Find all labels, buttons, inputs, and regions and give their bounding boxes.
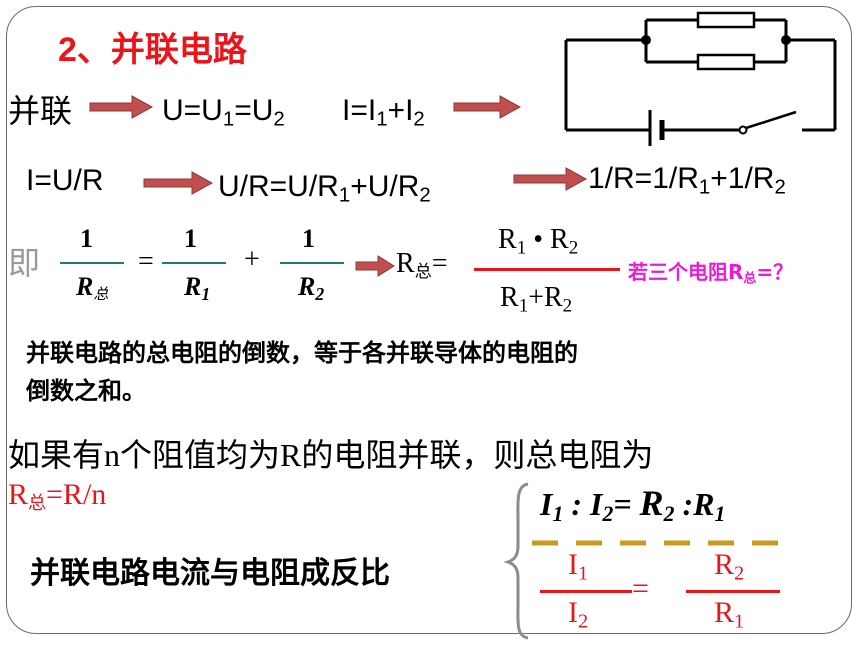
slide-frame <box>6 6 852 634</box>
arrow-icon <box>513 167 588 191</box>
arrow-icon <box>89 95 154 119</box>
total-resistance-lhs: R总= <box>396 248 448 281</box>
voltage-equation: U=U1=U2 <box>162 94 285 131</box>
current-fraction-denominator: I2 <box>568 596 589 633</box>
current-resistance-label: 并联电路电流与电阻成反比 <box>30 556 390 591</box>
arrow-icon <box>355 255 395 277</box>
resistance-fraction-numerator: R2 <box>714 548 745 585</box>
fraction-bar <box>162 262 226 264</box>
fraction-bar <box>60 262 124 264</box>
current-equation: I=I1+I2 <box>342 94 425 131</box>
frac2-numerator: 1 <box>184 224 197 253</box>
plus-sign: + <box>244 244 260 275</box>
frac3-numerator: 1 <box>302 224 315 253</box>
frac1-numerator: 1 <box>80 224 93 253</box>
frac3-denominator: R2 <box>298 272 325 304</box>
current-ratio-equation: I1 : I2= R2 :R1 <box>540 483 726 527</box>
current-fraction-numerator: I1 <box>568 548 589 585</box>
equals-sign: = <box>632 572 649 605</box>
reciprocal-equation: 1/R=1/R1+1/R2 <box>588 162 786 199</box>
arrow-icon <box>143 171 214 195</box>
fraction-bar <box>474 268 620 271</box>
resistance-fraction-denominator: R1 <box>714 596 745 633</box>
fraction-bar <box>686 590 780 593</box>
equals-sign: = <box>138 246 154 277</box>
frac1-denominator: R总 <box>76 272 109 304</box>
fraction-bar <box>540 590 632 593</box>
curly-brace <box>504 482 529 640</box>
n-resistors-result: R总=R/n <box>8 478 107 514</box>
three-resistors-question: 若三个电阻R总=？ <box>628 260 794 287</box>
frac2-denominator: R1 <box>184 272 211 304</box>
ohms-law: I=U/R <box>26 164 104 197</box>
parallel-circuit-diagram <box>564 11 837 146</box>
product-numerator: R1 • R2 <box>498 224 579 259</box>
formula-prefix: 即 <box>8 244 41 282</box>
n-resistors-text: 如果有n个阻值均为R的电阻并联，则总电阻为 <box>8 437 654 473</box>
parallel-rule-statement: 并联电路的总电阻的倒数，等于各并联导体的电阻的 倒数之和。 <box>26 339 578 405</box>
arrow-icon <box>453 95 522 119</box>
dashed-divider <box>532 540 786 546</box>
parallel-label: 并联 <box>8 92 73 130</box>
fraction-bar <box>280 262 344 264</box>
sum-denominator: R1+R2 <box>500 282 573 317</box>
ratio-equation: U/R=U/R1+U/R2 <box>218 170 431 207</box>
section-heading: 2、并联电路 <box>58 31 247 69</box>
